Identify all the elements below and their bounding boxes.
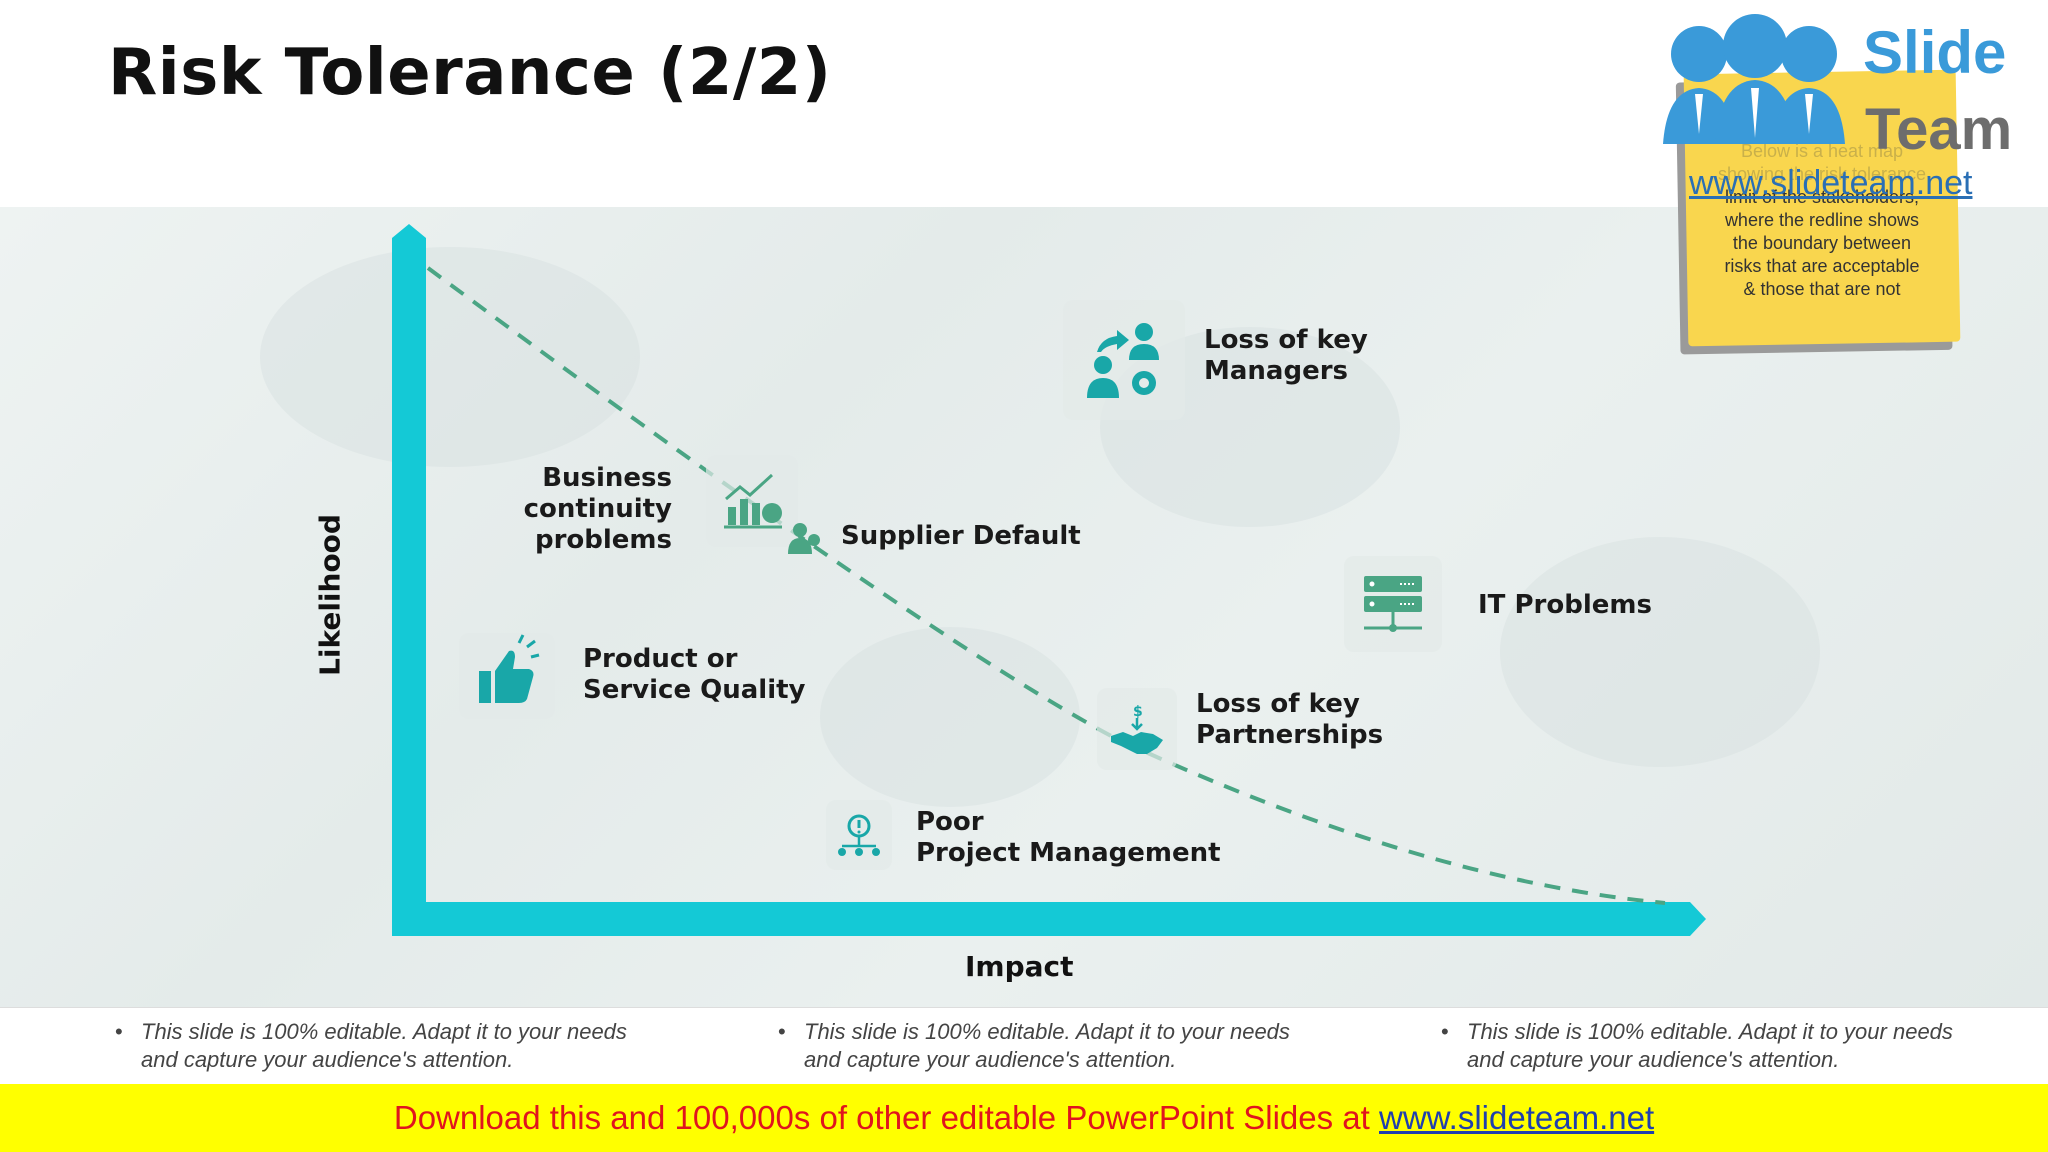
y-axis-label: Likelihood [313, 514, 347, 676]
slideteam-logo: Slide Team www.slideteam.net [1655, 0, 2048, 202]
growth-chart-icon [724, 473, 782, 529]
bullet: • [778, 1019, 786, 1044]
y-axis [392, 224, 426, 936]
people-gear-icon [1087, 323, 1159, 398]
people-logo-icon [1663, 14, 1845, 144]
label-supplier-default: Supplier Default [841, 521, 1081, 551]
hierarchy-icon [838, 814, 880, 856]
thumbs-up-icon-box [459, 633, 555, 719]
bullet: • [115, 1019, 123, 1044]
footer-notes-area [0, 1007, 2048, 1085]
thumbs-up-icon [479, 634, 540, 703]
label-it-problems: IT Problems [1478, 590, 1652, 620]
logo-word-team: Team [1865, 97, 2013, 162]
logo-url[interactable]: www.slideteam.net [1689, 164, 1973, 202]
download-banner: Download this and 100,000s of other edit… [0, 1084, 2048, 1152]
bullet: • [1441, 1019, 1449, 1044]
sticky-note-text: Below is a heat map showing the risk tol… [1717, 141, 1927, 299]
people-gear-icon-box [1063, 300, 1185, 420]
note-2: • This slide is 100% editable. Adapt it … [778, 1019, 1290, 1072]
banner-text: Download this and 100,000s of other edit… [393, 1099, 1379, 1136]
supplier-icon [788, 523, 820, 554]
handshake-icon-box: $ [1097, 688, 1177, 770]
banner-link[interactable]: www.slideteam.net [1379, 1099, 1655, 1136]
handshake-icon: $ [1111, 704, 1163, 754]
x-axis [392, 902, 1706, 936]
logo-word-slide: Slide [1863, 19, 2007, 86]
svg-text:$: $ [1133, 704, 1143, 720]
server-icon-box [1344, 556, 1442, 652]
note-3: • This slide is 100% editable. Adapt it … [1441, 1019, 1953, 1072]
slide-title: Risk Tolerance (2/2) [108, 36, 832, 110]
note-1: • This slide is 100% editable. Adapt it … [115, 1019, 627, 1072]
server-icon [1364, 576, 1422, 632]
x-axis-label: Impact [965, 950, 1074, 983]
growth-chart-icon-box [706, 455, 798, 547]
hierarchy-icon-box [826, 800, 892, 870]
